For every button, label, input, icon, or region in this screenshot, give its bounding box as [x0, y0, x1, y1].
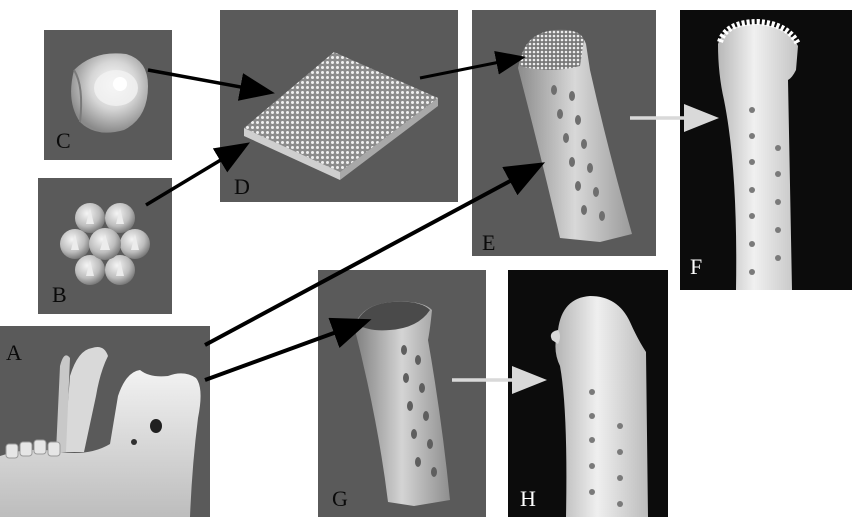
solid-implant-model-render [318, 270, 486, 517]
mandible-scan-render [0, 326, 210, 517]
panel-h: H [508, 270, 668, 517]
panel-label-b: B [52, 284, 67, 306]
printed-porous-implant-photo [680, 10, 852, 290]
porous-implant-model-render [472, 10, 656, 256]
panel-label-f: F [690, 256, 702, 278]
panel-g: G [318, 270, 486, 517]
panel-label-e: E [482, 232, 495, 254]
panel-label-d: D [234, 176, 250, 198]
panel-label-c: C [56, 130, 71, 152]
panel-label-h: H [520, 488, 536, 510]
panel-label-a: A [6, 342, 22, 364]
panel-e: E [472, 10, 656, 256]
panel-c: C [44, 30, 172, 160]
panel-d: D [220, 10, 458, 202]
lattice-block-render [220, 10, 458, 202]
panel-label-g: G [332, 488, 348, 510]
panel-f: F [680, 10, 852, 290]
printed-solid-implant-photo [508, 270, 668, 517]
panel-b: B [38, 178, 172, 314]
panel-a: A [0, 326, 210, 517]
